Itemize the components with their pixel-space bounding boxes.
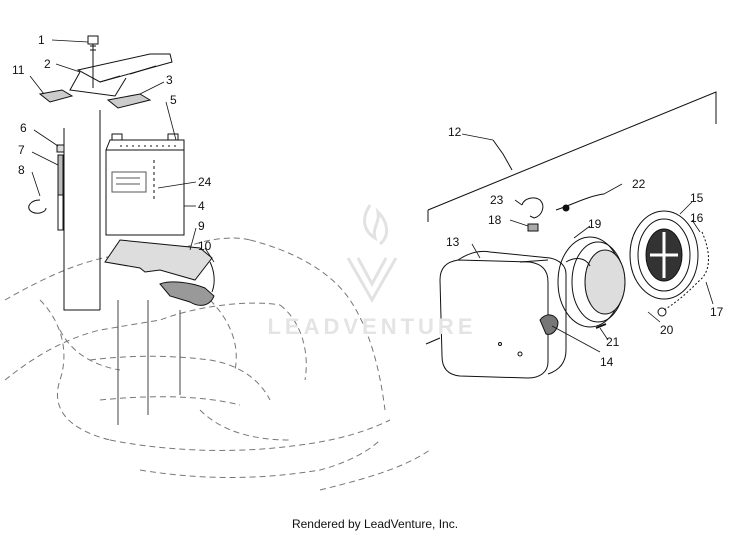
battery-mat-part (104, 239, 213, 281)
callout-10: 10 (198, 239, 212, 253)
callout-15: 15 (690, 191, 704, 205)
housing-part (439, 250, 567, 379)
pad-part-3 (106, 93, 152, 109)
callout-24: 24 (198, 175, 212, 189)
callout-14: 14 (600, 355, 614, 369)
screw-part-18 (527, 223, 539, 232)
callout-labels: 1 2 3 4 5 6 7 8 9 10 11 12 13 14 15 16 1… (12, 33, 724, 369)
callout-17: 17 (710, 305, 724, 319)
clip-part-23 (521, 197, 544, 219)
callout-16: 16 (690, 211, 704, 225)
callout-23: 23 (490, 193, 504, 207)
pin-part-21 (595, 323, 607, 329)
cover-cap-part (629, 210, 699, 300)
callout-22: 22 (632, 177, 646, 191)
lanyard-cord-part (663, 231, 709, 311)
bolt-part (87, 35, 99, 88)
callout-2: 2 (44, 57, 51, 71)
callout-12: 12 (448, 125, 462, 139)
terminal-boot-part (159, 281, 215, 306)
watermark-logo-icon (346, 204, 398, 304)
callout-13: 13 (446, 235, 460, 249)
leader-lines (29, 39, 714, 353)
watermark-text: LEADVENTURE (267, 314, 476, 339)
battery-part (105, 133, 185, 236)
pad-part-11 (38, 89, 74, 103)
vehicle-frame-outline (4, 237, 431, 491)
callout-4: 4 (198, 199, 205, 213)
group-bracket-right (427, 91, 717, 211)
callout-5: 5 (170, 93, 177, 107)
flange-ring-part (557, 236, 626, 328)
callout-11: 11 (12, 63, 25, 77)
vent-tube-part (56, 144, 65, 231)
battery-strap-part (69, 53, 173, 97)
callout-18: 18 (488, 213, 502, 227)
callout-20: 20 (660, 323, 674, 337)
callout-8: 8 (18, 163, 25, 177)
clamp-ring-part (28, 199, 47, 214)
callout-21: 21 (606, 335, 620, 349)
callout-1: 1 (38, 33, 45, 47)
footer-credit: Rendered by LeadVenture, Inc. (291, 517, 459, 531)
callout-19: 19 (588, 217, 602, 231)
callout-9: 9 (198, 219, 205, 233)
callout-3: 3 (166, 73, 173, 87)
wire-part-22 (555, 193, 605, 211)
callout-7: 7 (18, 143, 25, 157)
bracket-part-14 (539, 314, 559, 335)
group-bracket-left (63, 128, 100, 311)
callout-6: 6 (20, 121, 27, 135)
